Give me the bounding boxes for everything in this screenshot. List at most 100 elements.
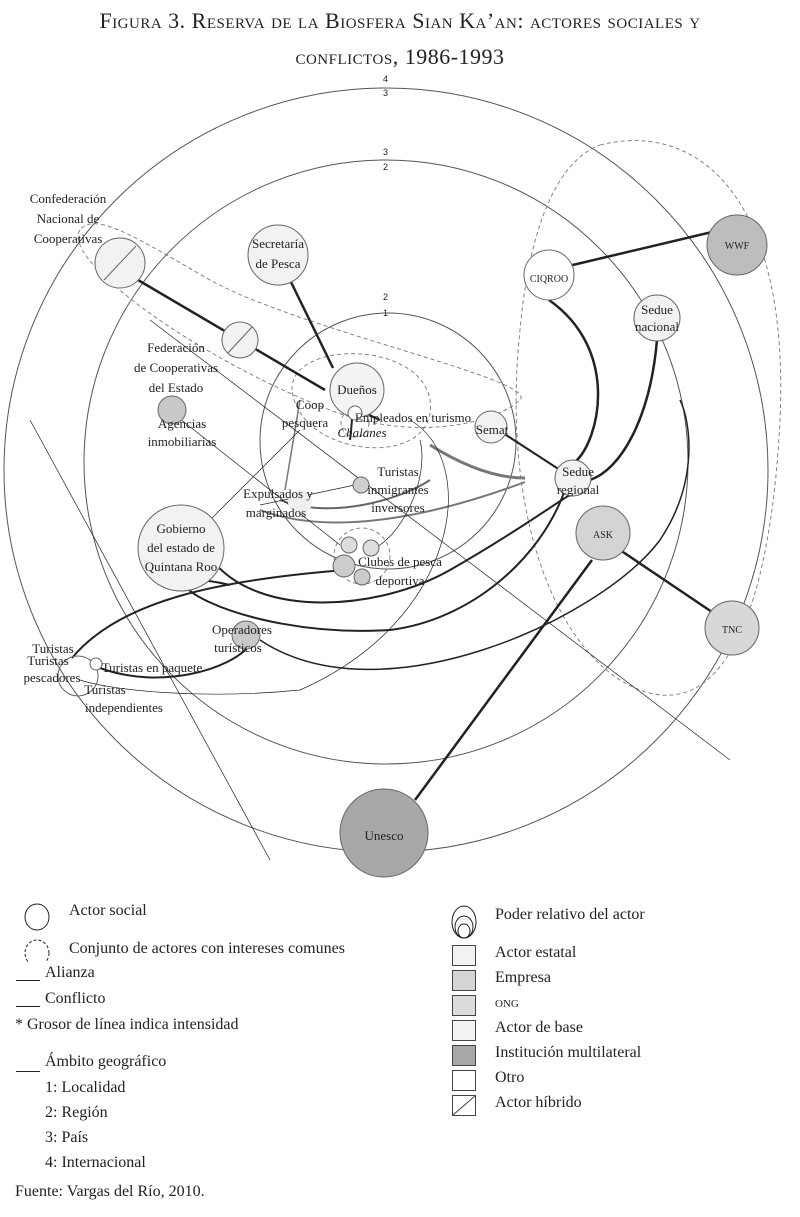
conflicto-line-icon <box>16 1006 40 1007</box>
label-confederacion: Confederación <box>30 191 107 206</box>
node-empleados[interactable] <box>347 405 363 421</box>
legend-ambito-item: 4: Internacional <box>45 1154 146 1171</box>
node-sedue-nacional[interactable] <box>633 294 681 342</box>
actor-diagram: 4 3 3 2 2 1 <box>3 74 782 878</box>
ambito-line-icon <box>16 1071 40 1072</box>
ring-label: 4 <box>383 74 388 84</box>
node-club-2[interactable] <box>362 539 380 557</box>
node-semat[interactable] <box>474 410 508 444</box>
label-ask: ASK <box>593 530 614 541</box>
label-semat: Semat <box>476 422 509 437</box>
label-federacion: del Estado <box>149 380 204 395</box>
swatch-base <box>452 1020 476 1041</box>
label-duenos: Dueños <box>337 382 377 397</box>
legend-type: Actor de base <box>495 1019 583 1036</box>
label-secretaria: de Pesca <box>255 256 300 271</box>
node-club-1[interactable] <box>340 536 358 554</box>
legend-conjunto: Conjunto de actores con intereses comune… <box>69 940 345 957</box>
legend-actor-social: Actor social <box>69 902 147 919</box>
legend-ambito-item: 2: Región <box>45 1104 108 1121</box>
legend-poder: Poder relativo del actor <box>495 906 645 923</box>
source-note: Fuente: Vargas del Río, 2010. <box>15 1183 205 1200</box>
hybrid-mark <box>227 326 253 354</box>
legend-type: Institución multilateral <box>495 1044 642 1061</box>
node-wwf[interactable] <box>706 214 768 276</box>
label-chalanes: Chalanes <box>337 425 386 440</box>
label-federacion: Federación <box>147 340 205 355</box>
label-federacion: de Cooperativas <box>134 360 218 375</box>
swatch-multilateral <box>452 1045 476 1066</box>
swatch-otro <box>452 1070 476 1091</box>
label-turistas-pescadores: Turistas <box>27 653 68 668</box>
label-turistas: Turistas <box>32 641 73 656</box>
actor-social-icon <box>24 903 50 931</box>
legend-type: ong <box>495 994 519 1011</box>
legend-type: Actor híbrido <box>495 1094 582 1111</box>
legend-ambito: Ámbito geográfico <box>45 1053 167 1070</box>
label-turistas-inmigrantes: inmigrantes <box>367 482 428 497</box>
label-gobierno: Gobierno <box>156 521 205 536</box>
label-tnc: TNC <box>722 625 742 636</box>
legend-circle-icons <box>24 903 50 962</box>
node-turistas-paquete[interactable] <box>89 657 103 671</box>
label-empleados: Empleados en turismo <box>355 410 471 425</box>
label-unesco: Unesco <box>365 828 404 843</box>
label-operadores: Operadores <box>212 622 272 637</box>
label-agencias: inmobiliarias <box>148 434 217 449</box>
node-ciqroo[interactable] <box>523 249 575 301</box>
label-turistas-independientes: independientes <box>85 700 163 715</box>
node-sedue-regional[interactable] <box>554 459 592 497</box>
label-turistas-paquete: Turistas en paquete <box>102 660 203 675</box>
node-club-4[interactable] <box>353 568 371 586</box>
ring-label: 2 <box>383 292 388 302</box>
legend-alianza: Alianza <box>45 964 95 981</box>
node-agencias[interactable] <box>157 395 187 425</box>
figure-title-line1: Figura 3. Reserva de la Biosfera Sian Ka… <box>99 8 701 33</box>
label-clubes: Clubes de pesca <box>358 554 442 569</box>
label-expulsados: Expulsados y <box>243 486 313 501</box>
ring-label: 3 <box>383 88 388 98</box>
legend-ambito-item: 1: Localidad <box>45 1079 126 1096</box>
node-expulsados[interactable] <box>288 490 312 514</box>
legend-grosor: * Grosor de línea indica intensidad <box>15 1016 239 1033</box>
label-coop: Coop <box>296 397 324 412</box>
label-secretaria: Secretaría <box>252 236 304 251</box>
node-unesco[interactable] <box>339 788 429 878</box>
label-turistas-pescadores: pescadores <box>23 670 80 685</box>
node-gobierno[interactable] <box>137 504 225 592</box>
node-secretaria-pesca[interactable] <box>247 224 309 286</box>
label-sedue-nacional: nacional <box>635 319 679 334</box>
ring-label: 1 <box>383 308 388 318</box>
label-wwf: WWF <box>725 241 750 252</box>
label-clubes: deportiva <box>375 573 424 588</box>
poder-relativo-icon <box>451 905 477 939</box>
relation-lines <box>29 230 731 861</box>
node-turistas-cluster[interactable] <box>57 655 99 697</box>
label-turistas-inmigrantes: inversores <box>371 500 424 515</box>
label-operadores: turísticos <box>214 640 262 655</box>
node-ask[interactable] <box>575 505 631 561</box>
label-ciqroo: CIQROO <box>530 274 568 285</box>
hybrid-mark <box>103 245 137 281</box>
swatch-estatal <box>452 945 476 966</box>
legend-ambito-item: 3: País <box>45 1129 89 1146</box>
ring-region <box>259 312 517 570</box>
node-operadores[interactable] <box>231 620 261 650</box>
node-tnc[interactable] <box>704 600 760 656</box>
swatch-ong <box>452 995 476 1016</box>
node-club-3[interactable] <box>332 554 356 578</box>
legend-type: Actor estatal <box>495 944 577 961</box>
label-gobierno: del estado de <box>147 540 215 555</box>
label-confederacion: Nacional de <box>37 211 100 226</box>
swatch-hibrido <box>452 1095 476 1116</box>
conjunto-icon <box>24 939 50 962</box>
label-sedue-regional: Sedue <box>562 464 594 479</box>
label-confederacion: Cooperativas <box>34 231 103 246</box>
figure-title-line2: conflictos, 1986-1993 <box>295 44 505 69</box>
label-agencias: Agencias <box>158 416 206 431</box>
label-turistas-independientes: Turistas <box>84 682 125 697</box>
node-turistas-inmigrantes[interactable] <box>352 476 370 494</box>
label-gobierno: Quintana Roo <box>145 559 218 574</box>
ring-label: 3 <box>383 147 388 157</box>
